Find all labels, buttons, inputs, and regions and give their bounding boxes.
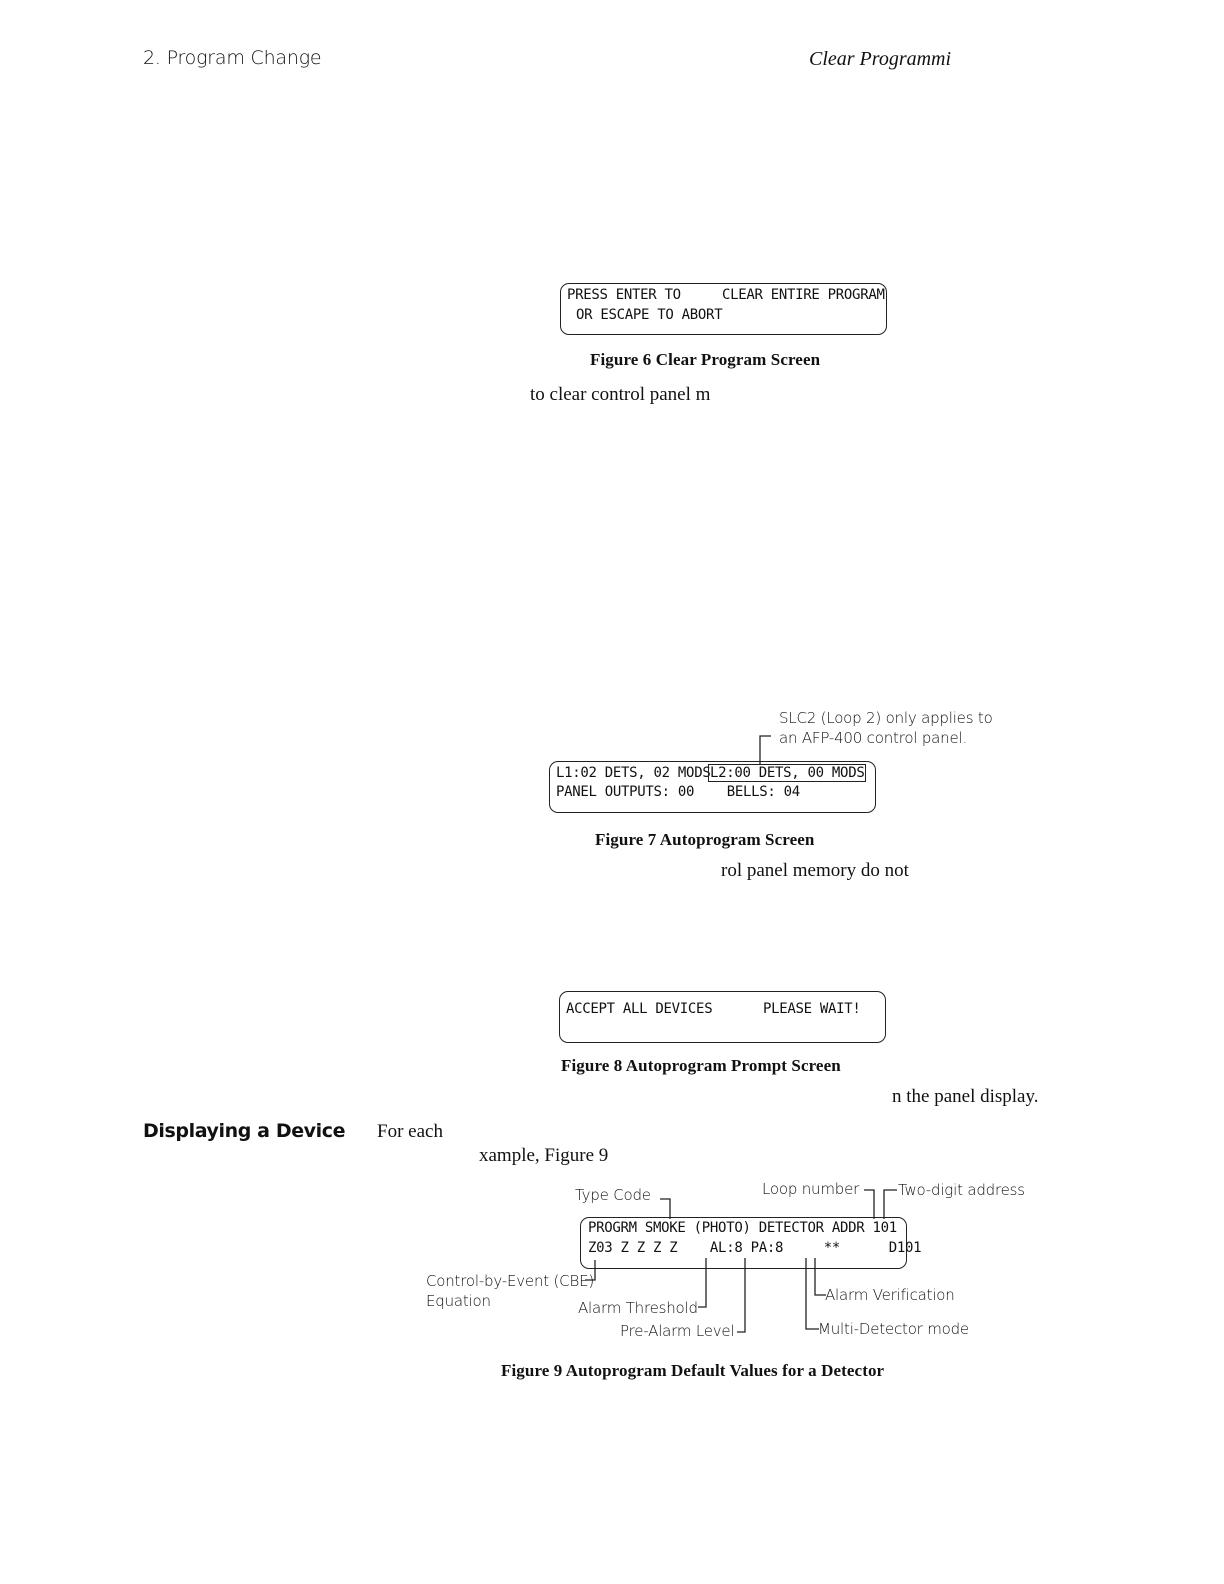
lcd-line1-left: ACCEPT ALL DEVICES — [566, 1001, 713, 1017]
figure7-caption: Figure 7 Autoprogram Screen — [595, 830, 815, 849]
lcd-line1-right: PLEASE WAIT! — [763, 1001, 861, 1017]
lcd-line1-loop2: L2:00 DETS, 00 MODS — [708, 764, 867, 782]
label-cbe-line2: Equation — [426, 1292, 491, 1310]
figure9-caption: Figure 9 Autoprogram Default Values for … — [501, 1361, 885, 1380]
label-cbe-line1: Control-by-Event (CBE) — [426, 1272, 594, 1290]
lcd-line1-left: PRESS ENTER TO — [567, 287, 681, 303]
label-alarm-verification: Alarm Verification — [825, 1286, 955, 1304]
label-alarm-threshold: Alarm Threshold — [578, 1299, 698, 1317]
two-digit-address-leader — [883, 1189, 897, 1219]
loop-number-leader — [864, 1189, 875, 1219]
lcd-line2: Z03 Z Z Z Z AL:8 PA:8 ** D101 — [588, 1240, 922, 1256]
label-type-code: Type Code — [575, 1186, 651, 1204]
section-text-a: For each — [377, 1121, 443, 1142]
lcd-line1-loop1: L1:02 DETS, 02 MODS — [556, 765, 711, 781]
label-loop-number: Loop number — [762, 1180, 860, 1198]
section-heading: Displaying a Device — [143, 1120, 346, 1142]
type-code-leader — [660, 1198, 671, 1219]
lcd-line2: PANEL OUTPUTS: 00 BELLS: 04 — [556, 784, 800, 800]
body-text-2: rol panel memory do not — [721, 860, 909, 881]
figure8-caption: Figure 8 Autoprogram Prompt Screen — [561, 1056, 841, 1075]
label-multi-detector-mode: Multi-Detector mode — [818, 1320, 969, 1338]
autoprogram-lcd: L1:02 DETS, 02 MODS L2:00 DETS, 00 MODS … — [549, 761, 876, 813]
pre-alarm-level-leader — [737, 1258, 746, 1333]
lcd-line2: OR ESCAPE TO ABORT — [576, 307, 723, 323]
label-pre-alarm-level: Pre-Alarm Level — [620, 1322, 735, 1340]
header-chapter: 2. Program Change — [143, 47, 322, 69]
clear-program-lcd: PRESS ENTER TO CLEAR ENTIRE PROGRAM OR E… — [560, 283, 887, 335]
figure6-caption: Figure 6 Clear Program Screen — [590, 350, 821, 369]
body-text-3: n the panel display. — [892, 1086, 1039, 1107]
slc2-note-line2: an AFP-400 control panel. — [779, 729, 968, 747]
lcd-line1-right: CLEAR ENTIRE PROGRAM — [722, 287, 885, 303]
body-text-1: to clear control panel m — [530, 384, 711, 405]
label-two-digit-address: Two-digit address — [898, 1181, 1025, 1199]
slc2-note-line1: SLC2 (Loop 2) only applies to — [779, 709, 993, 727]
detector-lcd: PROGRM SMOKE (PHOTO) DETECTOR ADDR 101 Z… — [580, 1217, 922, 1269]
section-text-b: xample, Figure 9 — [479, 1145, 609, 1166]
autoprogram-prompt-lcd: ACCEPT ALL DEVICES PLEASE WAIT! — [559, 991, 886, 1043]
lcd-line1: PROGRM SMOKE (PHOTO) DETECTOR ADDR 101 — [588, 1220, 897, 1236]
header-section: Clear Programmi — [809, 48, 952, 70]
